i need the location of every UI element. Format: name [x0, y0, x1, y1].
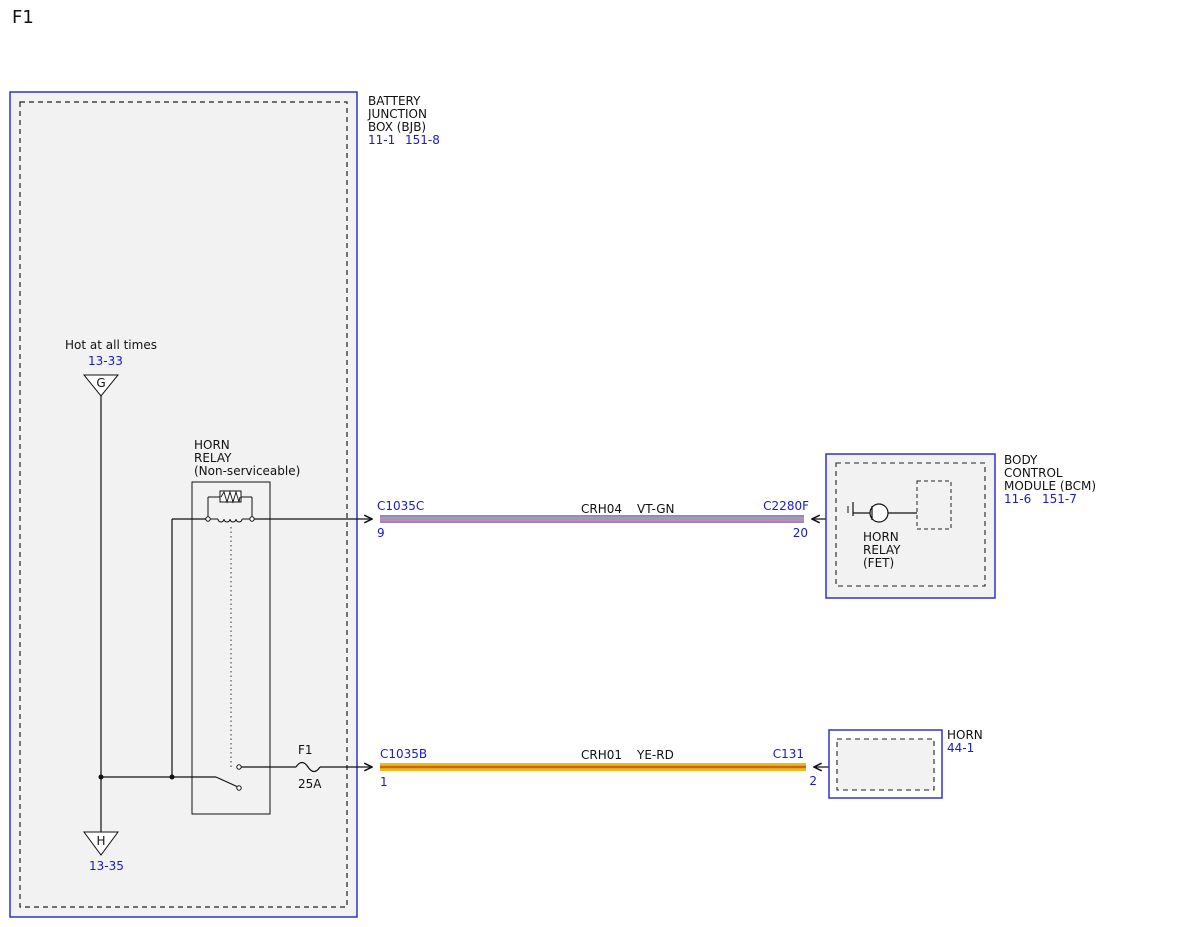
bjb-name-line-1: BATTERY [368, 94, 421, 108]
bjb-ref-1[interactable]: 11-1 [368, 133, 395, 147]
horn-ref[interactable]: 44-1 [947, 741, 974, 755]
bcm-fet-label-line-2: RELAY [863, 543, 901, 557]
c131-connector[interactable]: C131 [773, 747, 804, 761]
bjb-inner-frame [19, 101, 348, 908]
bcm-outer-frame [825, 453, 996, 599]
bcm-logic-block [916, 480, 952, 530]
c2280f-pin: 20 [793, 526, 808, 540]
horn-inner-frame [836, 738, 935, 791]
bjb-module [9, 91, 358, 918]
bjb-name-line-3: BOX (BJB) [368, 120, 426, 134]
page-title: F1 [12, 7, 34, 28]
relay-coil-icon [205, 490, 255, 523]
bjb-outer-frame [9, 91, 358, 918]
supply-ref[interactable]: 13-33 [88, 354, 123, 368]
splice-dot-1 [98, 774, 104, 780]
ground-terminal-letter: H [96, 834, 105, 848]
c1035b-pin: 1 [380, 775, 388, 789]
wire-crh04 [380, 515, 804, 523]
bcm-module [825, 453, 996, 599]
fuse-name: F1 [298, 743, 313, 757]
horn-relay-name-line-1: HORN [194, 438, 230, 452]
bcm-name-line-2: CONTROL [1004, 466, 1063, 480]
bcm-name-line-1: BODY [1004, 453, 1038, 467]
c1035c-pin: 9 [377, 526, 385, 540]
bcm-fet-label-line-1: HORN [863, 530, 899, 544]
bcm-ref-2[interactable]: 151-7 [1042, 492, 1077, 506]
horn-relay-name-line-2: RELAY [194, 451, 232, 465]
fuse-rating: 25A [298, 777, 322, 791]
bcm-name-line-3: MODULE (BCM) [1004, 479, 1096, 493]
bcm-inner-frame [835, 462, 986, 587]
horn-module [828, 729, 943, 799]
bcm-fet-icon [847, 502, 917, 523]
c1035c-connector[interactable]: C1035C [377, 499, 424, 513]
wire-crh01 [380, 763, 806, 771]
crh01-circuit: CRH01 [581, 748, 622, 762]
c1035b-connector[interactable]: C1035B [380, 747, 427, 761]
ground-ref[interactable]: 13-35 [89, 859, 124, 873]
ground-terminal-symbol [83, 831, 119, 856]
c2280f-connector[interactable]: C2280F [763, 499, 809, 513]
bcm-fet-label-line-3: (FET) [863, 556, 894, 570]
c131-pin: 2 [809, 774, 817, 788]
horn-name: HORN [947, 728, 983, 742]
bjb-ref-2[interactable]: 151-8 [405, 133, 440, 147]
fuse-icon [295, 761, 321, 773]
horn-relay-name-line-3: (Non-serviceable) [194, 464, 300, 478]
horn-relay-box [191, 481, 271, 815]
crh04-circuit: CRH04 [581, 502, 622, 516]
supply-terminal-letter: G [96, 376, 105, 390]
bjb-name-line-2: JUNCTION [367, 107, 427, 121]
supply-label: Hot at all times [65, 338, 157, 352]
supply-terminal-symbol [82, 374, 120, 397]
bcm-ref-1[interactable]: 11-6 [1004, 492, 1031, 506]
crh01-color: YE-RD [636, 748, 674, 762]
crh04-color: VT-GN [637, 502, 674, 516]
